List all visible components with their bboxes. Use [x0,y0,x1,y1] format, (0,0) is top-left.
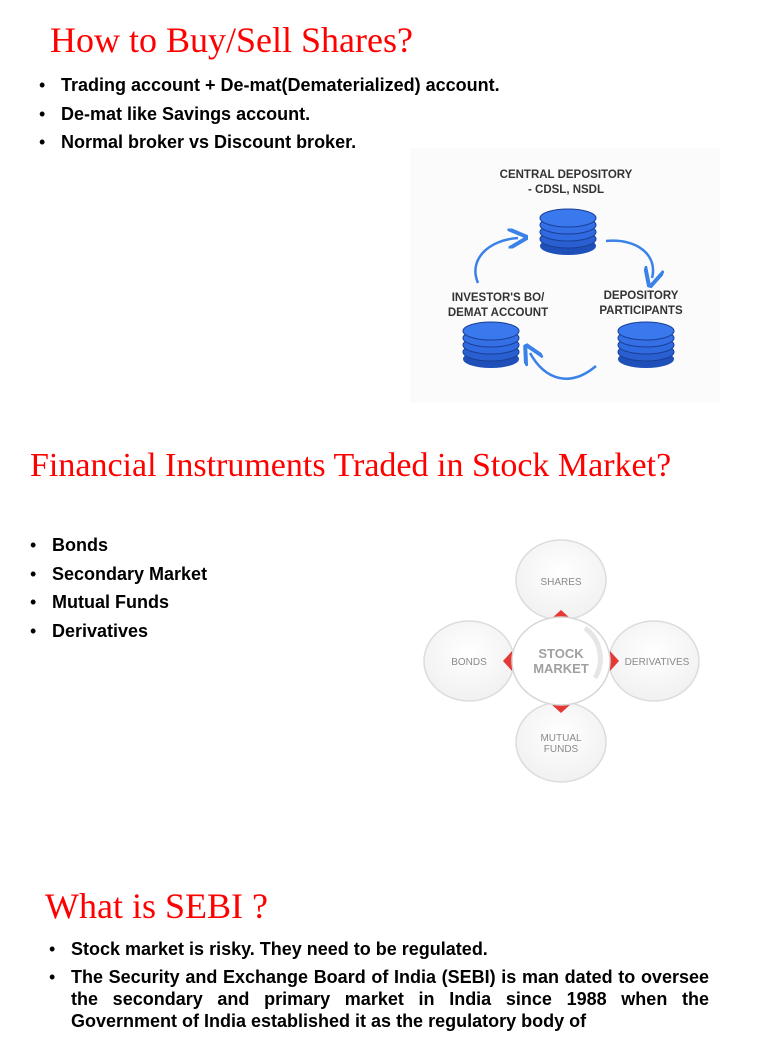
depository-participants-label: DEPOSITORY [604,290,679,302]
stock-market-diagram: STOCK MARKET SHARES BONDS DERIVATIVES MU… [423,539,700,783]
pointer-icon-right [610,651,619,671]
investor-account-label: INVESTOR'S BO/ [452,292,545,304]
bonds-label: BONDS [451,657,487,668]
depository-cycle-diagram: CENTRAL DEPOSITORY - CDSL, NSDL INVESTOR… [410,148,720,403]
pointer-icon-left [503,651,512,671]
central-depository-sublabel: - CDSL, NSDL [528,184,604,196]
stock-market-center-label: STOCK [538,646,584,661]
arrow-icon-to-participants [605,239,653,278]
list-item: Mutual Funds [30,591,330,613]
list-item: Secondary Market [30,563,330,585]
list-item: Trading account + De-mat(Dematerialized)… [39,74,599,96]
arrow-icon-to-central [474,238,518,284]
mutual-funds-sublabel: FUNDS [544,744,579,755]
sebi-bullet-list: Stock market is risky. They need to be r… [49,938,709,1039]
depository-participants-sublabel: PARTICIPANTS [599,305,683,317]
list-item: Derivatives [30,620,330,642]
list-item: De-mat like Savings account. [39,103,599,125]
section-title-financial-instruments: Financial Instruments Traded in Stock Ma… [30,447,672,484]
central-depository-label: CENTRAL DEPOSITORY [500,169,633,181]
arrow-icon-to-investor [530,353,597,380]
instruments-bullet-list: Bonds Secondary Market Mutual Funds Deri… [30,534,330,648]
buy-sell-bullet-list: Trading account + De-mat(Dematerialized)… [39,74,599,160]
section-title-sebi: What is SEBI ? [45,886,268,926]
stock-market-center-sublabel: MARKET [533,661,589,676]
list-item: Normal broker vs Discount broker. [39,131,599,153]
list-item: Stock market is risky. They need to be r… [49,938,709,960]
pointer-icon-down [551,704,571,713]
investor-account-sublabel: DEMAT ACCOUNT [448,307,548,319]
list-item: The Security and Exchange Board of India… [49,966,709,1032]
shares-label: SHARES [540,577,581,588]
coin-stack-icon-participants [617,321,675,368]
coin-stack-icon-central [539,208,597,255]
section-title-buy-sell: How to Buy/Sell Shares? [50,20,413,60]
list-item: Bonds [30,534,330,556]
coin-stack-icon-investor [462,321,520,368]
mutual-funds-label: MUTUAL [540,733,582,744]
derivatives-label: DERIVATIVES [625,657,690,668]
